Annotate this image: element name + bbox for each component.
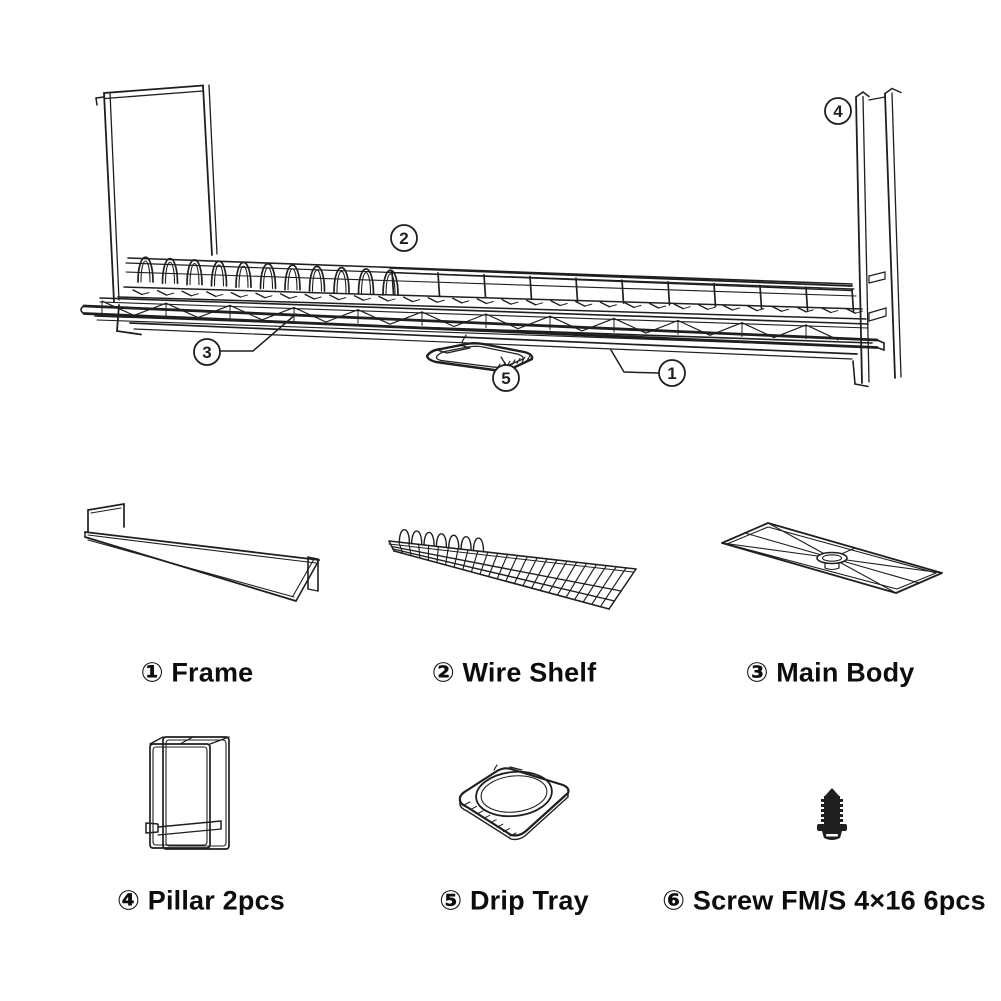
callout-1-number: 1 xyxy=(667,364,676,383)
part-label-drip-tray: ⑤ Drip Tray xyxy=(439,886,589,917)
callout-4: 4 xyxy=(825,98,851,124)
part-label-main-body: ③ Main Body xyxy=(745,658,914,689)
assembly-diagram: 1 2 3 4 5 xyxy=(0,0,1001,460)
leader-line-1 xyxy=(611,350,659,373)
part-wire-shelf-figure xyxy=(383,508,653,618)
callout-4-number: 4 xyxy=(833,102,843,121)
part-main-body-figure xyxy=(710,513,950,613)
part-screw-figure xyxy=(812,787,852,843)
callout-5-number: 5 xyxy=(501,369,510,388)
left-pillar xyxy=(96,85,217,302)
part-frame-figure xyxy=(78,493,338,613)
callout-3-number: 3 xyxy=(202,343,211,362)
back-railing xyxy=(390,268,854,312)
part-drip-tray-figure xyxy=(450,758,580,848)
part-label-wire-shelf: ② Wire Shelf xyxy=(432,658,597,689)
part-label-screw: ⑥ Screw FM/S 4×16 6pcs xyxy=(662,886,986,917)
callout-1: 1 xyxy=(659,360,685,386)
callout-3: 3 xyxy=(194,339,220,365)
callout-2: 2 xyxy=(391,225,417,251)
callout-5: 5 xyxy=(493,365,519,391)
part-pillar-figure xyxy=(141,731,241,861)
part-label-pillar: ④ Pillar 2pcs xyxy=(117,886,285,917)
part-label-frame: ① Frame xyxy=(141,658,254,689)
leader-line-5 xyxy=(501,357,506,365)
callout-2-number: 2 xyxy=(399,229,408,248)
